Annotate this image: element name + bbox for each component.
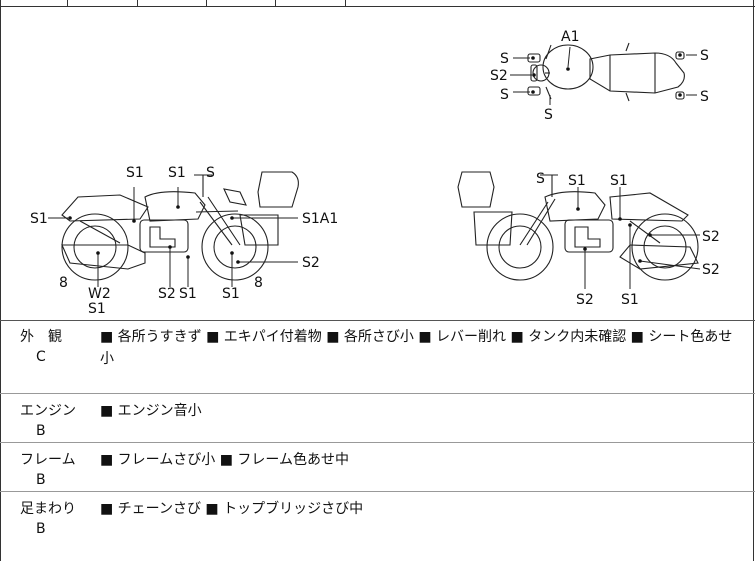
- label-right-s2-engine: S2: [576, 292, 594, 308]
- label-left-w2: W2: [88, 286, 111, 302]
- row-exterior-items: ■ 各所うすきず ■ エキパイ付着物 ■ 各所さび小 ■ レバー削れ ■ タンク…: [100, 329, 733, 367]
- row-frame-items: ■ フレームさび小 ■ フレーム色あせ中: [100, 452, 349, 468]
- label-right-s1-engine: S1: [621, 292, 639, 308]
- label-top-s-bottom: S: [544, 107, 553, 123]
- row-engine-items: ■ エンジン音小: [100, 403, 202, 419]
- row-suspension: 足まわり B ■ チェーンさび ■ トップブリッジさび中: [0, 492, 755, 561]
- row-exterior-grade: C: [36, 349, 46, 365]
- label-top-s-rear-lower: S: [700, 89, 709, 105]
- label-left-s1-engine: S1: [179, 286, 197, 302]
- label-left-s-bar: S: [206, 165, 215, 181]
- row-engine-grade: B: [36, 423, 46, 439]
- label-left-s1-tail: S1: [30, 211, 48, 227]
- row-frame-grade: B: [36, 472, 46, 488]
- label-top-s-front-upper: S: [500, 51, 509, 67]
- label-left-8-front: 8: [254, 275, 263, 291]
- label-right-s1-seat: S1: [610, 173, 628, 189]
- top-view-leaders: [510, 46, 697, 105]
- label-right-s-bar: S: [536, 171, 545, 187]
- row-suspension-name: 足まわり: [20, 501, 76, 517]
- label-left-s1a1: S1A1: [302, 211, 338, 227]
- label-left-s2-front: S2: [302, 255, 320, 271]
- label-right-s1-tank: S1: [568, 173, 586, 189]
- right-side-points: [576, 207, 652, 263]
- damage-diagram: A1 S S2 S S S S S1 S1 S S1 S1A1 S1 S2 8 …: [0, 7, 755, 321]
- label-top-a1: A1: [561, 29, 579, 45]
- row-exterior: 外 観 C ■ 各所うすきず ■ エキパイ付着物 ■ 各所さび小 ■ レバー削れ…: [0, 320, 755, 394]
- label-left-s2-engine: S2: [158, 286, 176, 302]
- label-left-s1-tank: S1: [168, 165, 186, 181]
- row-engine: エンジン B ■ エンジン音小: [0, 394, 755, 443]
- label-top-s-rear-upper: S: [700, 48, 709, 64]
- row-engine-name: エンジン: [20, 403, 76, 419]
- left-side-leaders: [48, 174, 298, 287]
- label-top-s-front-lower: S: [500, 87, 509, 103]
- left-side-motorcycle: [61, 171, 299, 281]
- left-side-points: [68, 205, 240, 264]
- label-right-s2-tail: S2: [702, 229, 720, 245]
- right-side-motorcycle: [457, 171, 699, 281]
- motorcycle-diagram-svg: A1 S S2 S S S S S1 S1 S S1 S1A1 S1 S2 8 …: [30, 29, 720, 317]
- top-view-points: [531, 53, 682, 97]
- label-left-s1-seat: S1: [126, 165, 144, 181]
- row-frame-name: フレーム: [20, 452, 76, 468]
- label-left-s1-fork: S1: [222, 286, 240, 302]
- top-view-motorcycle: [527, 42, 685, 102]
- label-top-s2: S2: [490, 68, 508, 84]
- row-suspension-items: ■ チェーンさび ■ トップブリッジさび中: [100, 501, 364, 517]
- row-frame: フレーム B ■ フレームさび小 ■ フレーム色あせ中: [0, 443, 755, 492]
- label-left-8-rear: 8: [59, 275, 68, 291]
- label-right-s2-rear: S2: [702, 262, 720, 278]
- label-left-s1-bottom: S1: [88, 301, 106, 317]
- row-exterior-name: 外 観: [20, 329, 62, 345]
- right-side-leaders: [549, 174, 701, 289]
- row-suspension-grade: B: [36, 521, 46, 537]
- previous-table-row: [0, 0, 755, 7]
